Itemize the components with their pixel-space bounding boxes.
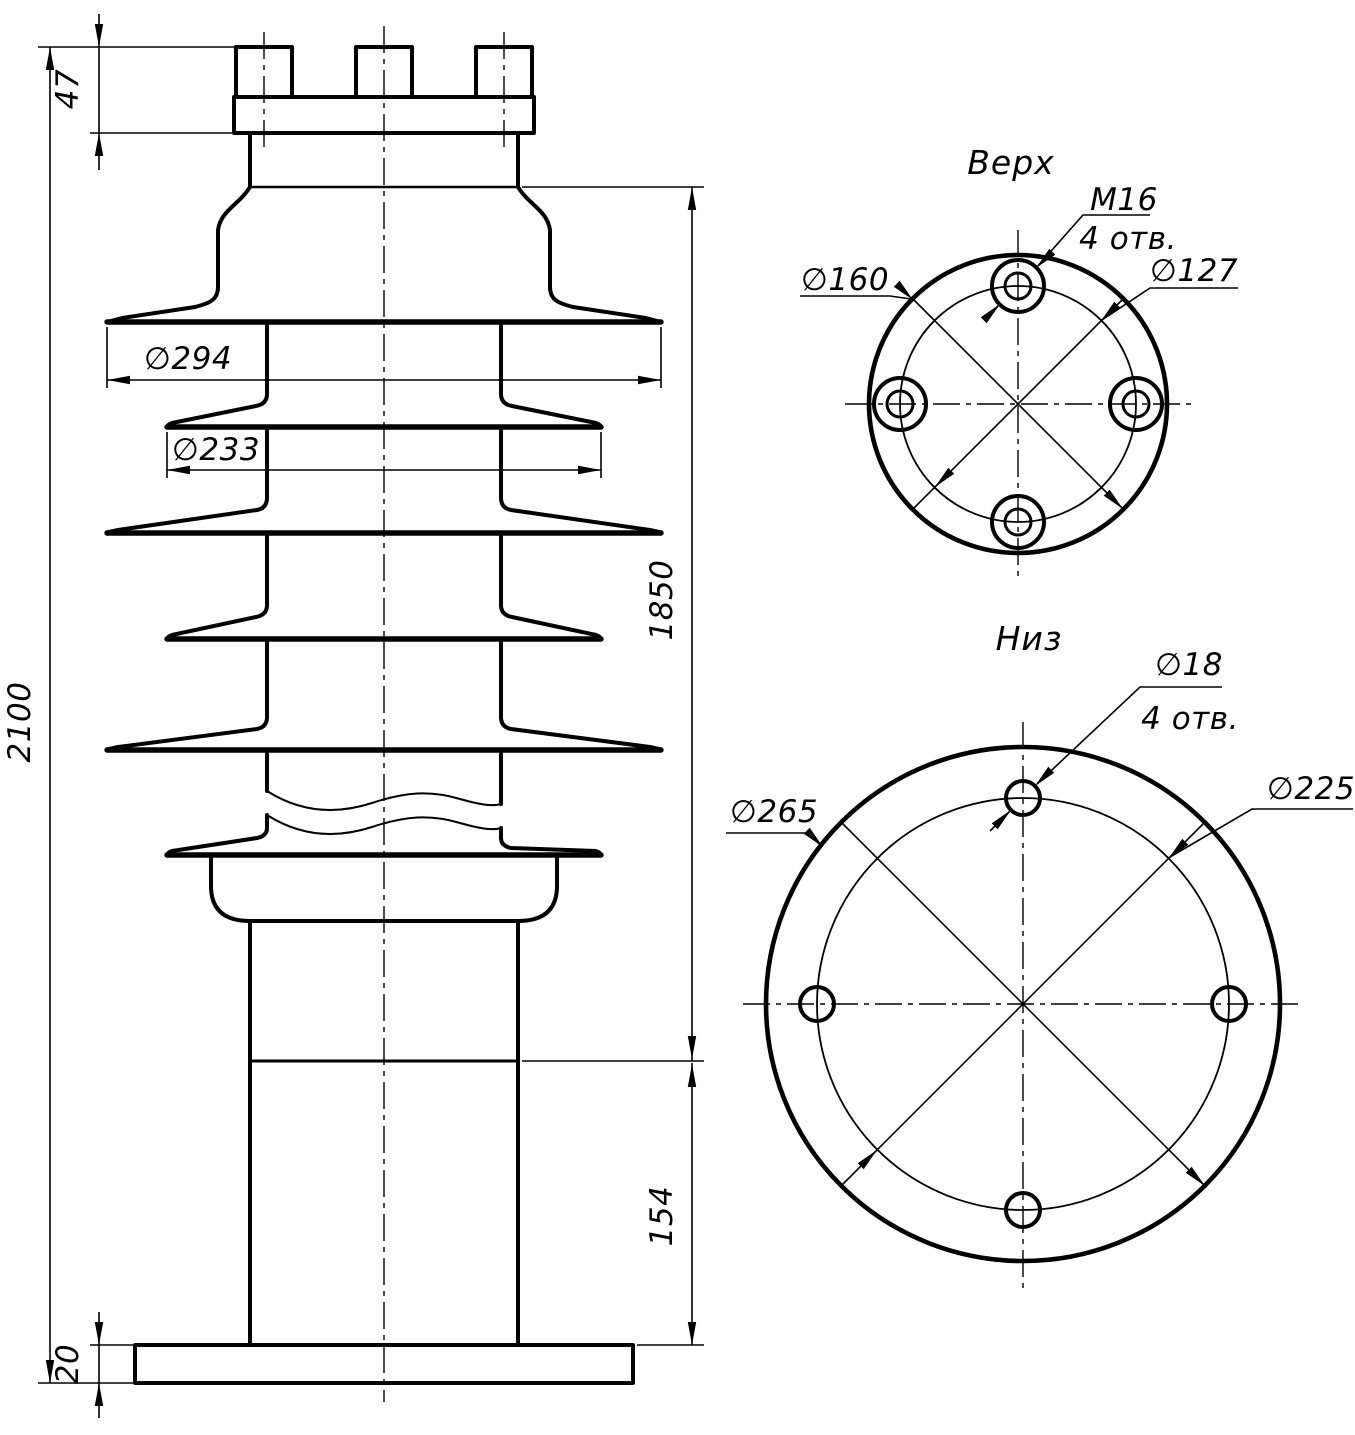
bottom-diagonal-sw-ne	[840, 821, 1206, 1187]
dim-label-total-height: 2100	[2, 682, 38, 763]
core-cone-left-6	[165, 813, 269, 857]
arrow-265-outer	[803, 827, 826, 850]
dim-label-top-bolt-circle: ∅127	[1150, 253, 1238, 289]
core-cone-right-4	[499, 637, 661, 751]
front-view	[104, 26, 664, 1402]
arrow-20-top	[94, 1322, 104, 1345]
arrow-20-bottom	[94, 1383, 104, 1406]
arrow-127-outer	[1098, 301, 1121, 324]
bottom-view: Низ ∅265 ∅225 ∅18 4 отв.	[726, 619, 1355, 1288]
core-cone-right-1	[499, 320, 603, 429]
dim-label-top-outer: ∅160	[801, 262, 889, 298]
arrow-127-inner	[932, 467, 955, 490]
top-view: Верх ∅160 ∅127 M16	[800, 143, 1238, 578]
arrow-294-left	[107, 375, 130, 385]
arrow-225-outer	[1166, 838, 1189, 861]
thread-label: M16	[1090, 182, 1158, 218]
top-holes-count-label: 4 отв.	[1079, 221, 1177, 257]
arrow-1850-top	[687, 187, 697, 210]
arrow-265-inner	[1185, 1166, 1208, 1189]
leader-18	[1036, 686, 1222, 785]
dim-label-insulation-height: 1850	[644, 560, 680, 641]
leader-127	[1101, 287, 1238, 321]
arrow-225-inner	[857, 1147, 880, 1170]
arrow-2100-top	[45, 47, 55, 70]
arrow-154-top	[687, 1064, 697, 1087]
arrow-294-right	[638, 375, 661, 385]
dim-label-base-height: 154	[644, 1186, 680, 1247]
dim-label-flange-thickness: 20	[50, 1344, 86, 1384]
leader-225	[1169, 808, 1353, 858]
stud-left	[234, 45, 294, 99]
arrow-160-outer	[893, 280, 916, 303]
top-view-title: Верх	[967, 143, 1054, 182]
base-collar-left	[209, 853, 252, 923]
bottom-holes-count-label: 4 отв.	[1141, 701, 1239, 737]
core-cone-right-3	[499, 531, 603, 641]
base-collar-right	[516, 853, 559, 923]
bottom-flange	[133, 1343, 635, 1385]
arrow-160-inner	[1103, 489, 1126, 512]
arrow-18-lower	[991, 807, 1014, 830]
core-cone-left-2	[107, 425, 269, 534]
bottom-view-title: Низ	[996, 619, 1063, 658]
arrow-m16-lower	[980, 301, 1003, 324]
cap-plate	[232, 95, 536, 135]
arrow-47-bottom	[94, 133, 104, 156]
bell-left	[105, 185, 252, 324]
leader-m16	[1036, 214, 1150, 268]
core-cone-left-3	[165, 531, 269, 641]
dim-label-shed-large: ∅294	[144, 341, 232, 377]
front-dimensions: 2100 47 20 1850 154	[2, 14, 704, 1418]
stud-middle	[354, 45, 414, 99]
core-cone-right-6	[499, 826, 603, 857]
arrow-47-top	[94, 24, 104, 47]
dim-label-shed-small: ∅233	[172, 432, 260, 468]
core-cone-left-4	[107, 637, 269, 751]
leader-160	[800, 295, 912, 300]
dim-label-bottom-bolt-circle: ∅225	[1267, 771, 1355, 807]
dim-label-bottom-outer: ∅265	[730, 794, 818, 830]
break-line-upper	[266, 790, 502, 811]
break-line-lower	[266, 814, 502, 835]
bell-right	[516, 185, 663, 324]
arrow-233-right	[578, 465, 601, 475]
core-cone-right-2	[499, 425, 661, 534]
stud-right	[474, 45, 534, 99]
dim-label-cap-height: 47	[50, 69, 86, 109]
arrow-154-bottom	[687, 1322, 697, 1345]
core-cone-left-1	[165, 320, 269, 429]
arrow-1850-bottom	[687, 1036, 697, 1059]
arrow-18-upper	[1032, 766, 1055, 789]
dim-label-hole: ∅18	[1155, 647, 1223, 683]
